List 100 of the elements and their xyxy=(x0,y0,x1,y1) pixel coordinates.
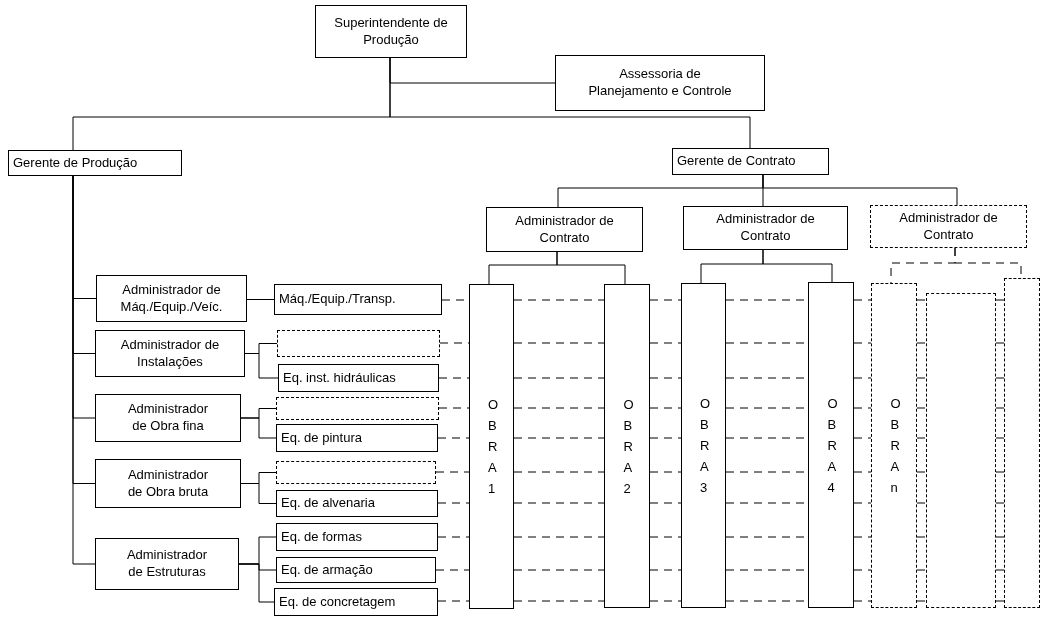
box-label: Eq. de alvenaria xyxy=(281,495,375,512)
connector-line xyxy=(762,174,958,206)
connector-line xyxy=(916,377,927,379)
connector-line xyxy=(995,437,1005,439)
placeholder-box xyxy=(276,461,436,484)
org-box xyxy=(672,148,829,175)
connector-line xyxy=(995,471,1005,473)
connector-line xyxy=(649,502,682,504)
connector-line xyxy=(649,377,682,379)
connector-line xyxy=(853,377,872,379)
connector-line xyxy=(853,536,872,538)
connector-line xyxy=(853,471,872,473)
org-box xyxy=(95,459,241,508)
connector-line xyxy=(916,299,927,301)
connector-line xyxy=(916,600,927,602)
box-label: Administrador de Contrato xyxy=(715,211,816,245)
connector-line xyxy=(853,342,872,344)
connector-line xyxy=(437,600,470,602)
site-column xyxy=(681,283,726,608)
connector-line xyxy=(435,569,470,571)
connector-line xyxy=(246,299,275,300)
connector-line xyxy=(916,536,927,538)
connector-line xyxy=(240,417,277,439)
box-label: Assessoria de Planejamento e Controle xyxy=(587,66,733,100)
connector-line xyxy=(916,437,927,439)
site-column xyxy=(604,284,650,608)
org-box xyxy=(276,523,438,551)
connector-line xyxy=(238,563,275,603)
connector-line xyxy=(995,342,1005,344)
connector-line xyxy=(513,536,605,538)
connector-line xyxy=(649,437,682,439)
placeholder-box xyxy=(277,330,440,357)
connector-line xyxy=(853,437,872,439)
connector-line xyxy=(437,437,470,439)
org-box xyxy=(278,364,439,392)
org-box xyxy=(555,55,765,111)
connector-line xyxy=(649,342,682,344)
org-box xyxy=(683,206,848,250)
site-column xyxy=(469,284,514,609)
connector-line xyxy=(853,600,872,602)
placeholder-box xyxy=(1004,278,1040,608)
connector-line xyxy=(995,502,1005,504)
box-label: Administrador de Obra fina xyxy=(126,401,210,435)
connector-line xyxy=(556,251,626,285)
connector-line xyxy=(916,342,927,344)
connector-line xyxy=(916,502,927,504)
connector-line xyxy=(995,377,1005,379)
box-label: Administrador de Instalações xyxy=(120,336,220,371)
connector-line xyxy=(438,407,470,409)
org-box xyxy=(274,284,442,315)
connector-line xyxy=(649,299,682,301)
connector-line xyxy=(853,502,872,504)
connector-line xyxy=(437,536,470,538)
box-label: Gerente de Produção xyxy=(13,154,138,172)
connector-line xyxy=(438,377,470,379)
connector-line xyxy=(513,342,605,344)
org-box xyxy=(486,207,643,252)
connector-line xyxy=(916,407,927,409)
connector-line xyxy=(649,471,682,473)
box-label: Administrador de Estruturas xyxy=(125,547,209,581)
connector-line xyxy=(513,569,605,571)
org-box xyxy=(95,394,241,442)
org-box xyxy=(95,538,239,590)
connector-line xyxy=(649,407,682,409)
connector-line xyxy=(995,569,1005,571)
connector-line xyxy=(389,57,751,149)
placeholder-box xyxy=(926,293,996,608)
connector-line xyxy=(513,600,605,602)
org-box xyxy=(870,205,1027,248)
box-label: Eq. de armação xyxy=(281,561,373,579)
connector-line xyxy=(853,569,872,571)
connector-line xyxy=(995,299,1005,301)
connector-line xyxy=(240,483,277,504)
box-label: Eq. inst. hidráulicas xyxy=(283,369,396,387)
org-box xyxy=(95,330,245,377)
box-label: Eq. de concretagem xyxy=(279,593,396,611)
connector-line xyxy=(995,407,1005,409)
connector-line xyxy=(916,471,927,473)
box-label: Eq. de formas xyxy=(281,528,362,546)
org-box xyxy=(96,275,247,322)
site-column xyxy=(808,282,854,608)
connector-line xyxy=(649,569,682,571)
org-box xyxy=(276,424,438,452)
box-label: Máq./Equip./Transp. xyxy=(279,291,396,308)
box-label: Administrador de Obra bruta xyxy=(126,466,210,501)
connector-line xyxy=(513,407,605,409)
box-label: Administrador de Máq./Equip./Veíc. xyxy=(119,281,224,316)
box-label: Administrador de Contrato xyxy=(898,209,999,244)
box-label: Gerente de Contrato xyxy=(677,153,796,170)
connector-line xyxy=(995,536,1005,538)
connector-line xyxy=(513,471,605,473)
column-label: OBRA 3 xyxy=(699,395,708,497)
connector-line xyxy=(916,569,927,571)
org-box xyxy=(276,557,436,583)
connector-line xyxy=(513,377,605,379)
box-label: Superintendente de Produção xyxy=(333,14,449,49)
connector-line xyxy=(649,536,682,538)
box-label: Administrador de Contrato xyxy=(514,212,615,247)
org-box xyxy=(8,150,182,176)
placeholder-box xyxy=(276,397,439,420)
